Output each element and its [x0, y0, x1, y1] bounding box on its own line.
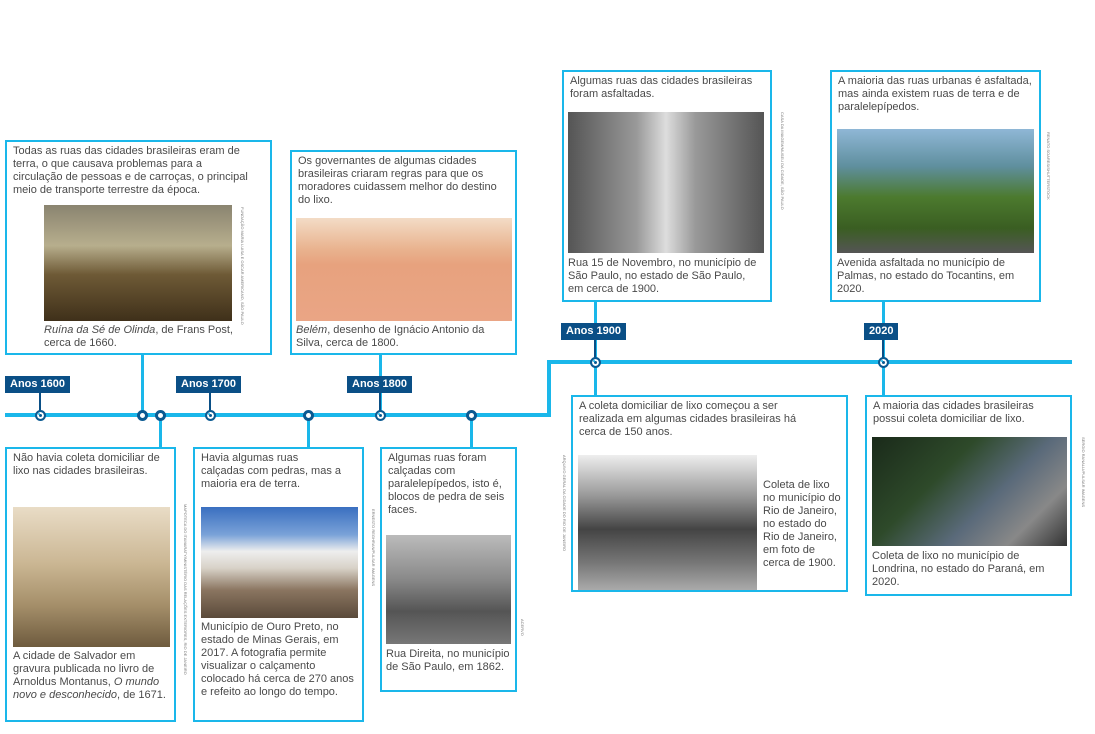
card-text: Havia algumas ruas calçadas com pedras, …	[201, 452, 342, 490]
card-text: Não havia coleta domiciliar de lixo nas …	[13, 452, 160, 477]
card-1800-cobblestones: Algumas ruas foram calçadas com paralele…	[380, 447, 525, 692]
period-label-2020: 2020	[864, 323, 899, 340]
card-caption: A cidade de Salvador em gravura publicad…	[13, 650, 166, 701]
card-2020-asphalt: A maioria das ruas urbanas é asfaltada, …	[830, 70, 1051, 302]
card-1900-asphalt: Algumas ruas das cidades brasileiras for…	[562, 70, 785, 302]
card-text: A maioria das cidades brasileiras possui…	[873, 400, 1034, 425]
label-stem	[39, 393, 41, 413]
card-1600-no-collection: Não havia coleta domiciliar de lixo nas …	[5, 447, 188, 722]
timeline-marker	[878, 357, 889, 368]
card-caption: Coleta de lixo no município do Rio de Ja…	[763, 479, 841, 569]
timeline-marker	[205, 410, 216, 421]
photo-credit: ERNESTO REGHRAN/PULSAR IMAGENS	[371, 509, 376, 587]
card-text: Os governantes de algumas cidades brasil…	[298, 155, 497, 206]
photo-credit: RENATO SOARES/SHUTTERSTOCK	[1046, 132, 1051, 200]
painting-image	[44, 205, 232, 321]
timeline-marker	[375, 410, 386, 421]
card-caption: Belém, desenho de Ignácio Antonio da Sil…	[296, 324, 485, 349]
card-caption: Rua Direita, no município de São Paulo, …	[386, 648, 510, 673]
period-label-1800: Anos 1800	[347, 376, 413, 393]
rua-direita-photo	[386, 535, 511, 644]
card-text: Algumas ruas das cidades brasileiras for…	[570, 75, 753, 100]
timeline-marker	[590, 357, 601, 368]
connector	[470, 417, 473, 448]
timeline-line-lower	[5, 413, 551, 417]
garbage-cart-photo	[578, 455, 757, 590]
connector	[882, 364, 885, 396]
label-stem	[379, 393, 381, 413]
card-1800-waste-rules: Os governantes de algumas cidades brasil…	[290, 150, 517, 355]
timeline-marker	[35, 410, 46, 421]
connector	[307, 417, 310, 448]
photo-credit: SERGIO RANALLI/PULSAR IMAGENS	[1081, 437, 1086, 508]
card-text: A maioria das ruas urbanas é asfaltada, …	[838, 75, 1032, 113]
timeline-line-upper	[547, 360, 1072, 364]
card-text: Todas as ruas das cidades brasileiras er…	[13, 145, 248, 196]
label-stem	[594, 340, 596, 360]
ouro-preto-photo	[201, 507, 358, 618]
photo-credit: ACERVO	[520, 619, 525, 636]
card-1900-waste-collection: A coleta domiciliar de lixo começou a se…	[571, 395, 848, 592]
timeline-marker	[466, 410, 477, 421]
card-caption: Ruína da Sé de Olinda, de Frans Post, ce…	[44, 324, 233, 349]
engraving-image	[13, 507, 170, 647]
card-text: Algumas ruas foram calçadas com paralele…	[388, 452, 505, 516]
card-1700-paved-streets: Havia algumas ruas calçadas com pedras, …	[193, 447, 376, 722]
card-caption: Avenida asfaltada no município de Palmas…	[837, 257, 1015, 295]
period-label-1700: Anos 1700	[176, 376, 242, 393]
street-photo	[568, 112, 764, 253]
photo-credit: MAPOTECA DO ITAMARATY/MINISTÉRIO DAS REL…	[183, 504, 188, 675]
londrina-collection-photo	[872, 437, 1067, 546]
photo-credit: FUNDAÇÃO MARIA LUISA E OSCAR AMERICANO, …	[240, 207, 245, 325]
card-text: A coleta domiciliar de lixo começou a se…	[579, 400, 797, 438]
avenue-photo	[837, 129, 1034, 253]
timeline-marker	[137, 410, 148, 421]
card-1600-streets: Todas as ruas das cidades brasileiras er…	[5, 140, 272, 355]
connector	[159, 417, 162, 448]
card-caption: Coleta de lixo no município de Londrina,…	[872, 550, 1045, 588]
timeline-marker	[303, 410, 314, 421]
timeline-marker	[155, 410, 166, 421]
connector	[594, 364, 597, 396]
photo-credit: ARQUIVO GERAL DA CIDADE DO RIO DE JANEIR…	[562, 455, 567, 552]
period-label-1900: Anos 1900	[561, 323, 627, 340]
timeline-line-step	[547, 360, 551, 417]
label-stem	[209, 393, 211, 413]
label-stem	[882, 340, 884, 360]
connector	[141, 355, 144, 413]
period-label-1600: Anos 1600	[5, 376, 71, 393]
card-caption: Rua 15 de Novembro, no município de São …	[568, 257, 757, 295]
photo-credit: CASA DA IMAGEM/MUSEU DA CIDADE, SÃO PAUL…	[780, 112, 785, 210]
card-2020-waste-collection: A maioria das cidades brasileiras possui…	[865, 395, 1086, 596]
card-caption: Município de Ouro Preto, no estado de Mi…	[201, 621, 354, 698]
drawing-image	[296, 218, 512, 321]
